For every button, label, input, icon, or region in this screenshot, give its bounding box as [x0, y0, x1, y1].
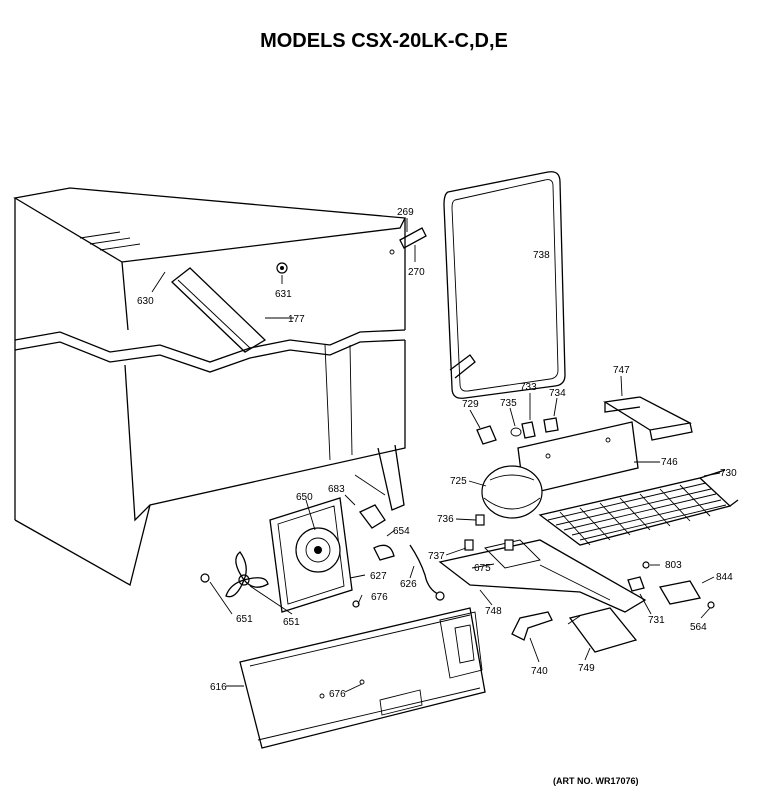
- callout-676-lower: 676: [329, 689, 346, 700]
- callout-270: 270: [408, 267, 425, 278]
- access-panel-616: [239, 607, 486, 749]
- callout-650: 650: [296, 492, 313, 503]
- callout-labels: 269 270 630 631 177 738 747 733 734 729 …: [137, 207, 737, 700]
- callout-748: 748: [485, 606, 502, 617]
- callout-675: 675: [474, 563, 491, 574]
- art-number: (ART NO. WR17076): [553, 776, 639, 786]
- callout-627: 627: [370, 571, 387, 582]
- callout-729: 729: [462, 399, 479, 410]
- callout-651-left: 651: [236, 614, 253, 625]
- callout-683: 683: [328, 484, 345, 495]
- callout-676-upper: 676: [371, 592, 388, 603]
- fan-motor-assembly: [200, 497, 445, 613]
- callout-844: 844: [716, 572, 733, 583]
- fan-blade: [225, 551, 269, 598]
- machine-compartment-parts: [438, 396, 739, 653]
- callout-651-right: 651: [283, 617, 300, 628]
- callout-616: 616: [210, 682, 227, 693]
- callout-654: 654: [393, 526, 410, 537]
- callout-733: 733: [520, 382, 537, 393]
- callout-749: 749: [578, 663, 595, 674]
- callout-269: 269: [397, 207, 414, 218]
- callout-725: 725: [450, 476, 467, 487]
- gasket-738: [443, 171, 566, 399]
- callout-734: 734: [549, 388, 566, 399]
- diagram-title: MODELS CSX-20LK-C,D,E: [260, 30, 508, 52]
- callout-803: 803: [665, 560, 682, 571]
- callout-737: 737: [428, 551, 445, 562]
- cabinet-body: [13, 187, 427, 586]
- callout-740: 740: [531, 666, 548, 677]
- callout-738: 738: [533, 250, 550, 261]
- callout-631: 631: [275, 289, 292, 300]
- callout-177: 177: [288, 314, 305, 325]
- callout-564: 564: [690, 622, 707, 633]
- callout-731: 731: [648, 615, 665, 626]
- callout-730: 730: [720, 468, 737, 479]
- condenser-coil: [538, 469, 739, 546]
- callout-746: 746: [661, 457, 678, 468]
- callout-630: 630: [137, 296, 154, 307]
- leader-lines: [151, 218, 721, 693]
- callout-736: 736: [437, 514, 454, 525]
- callout-735: 735: [500, 398, 517, 409]
- callout-747: 747: [613, 365, 630, 376]
- callout-626: 626: [400, 579, 417, 590]
